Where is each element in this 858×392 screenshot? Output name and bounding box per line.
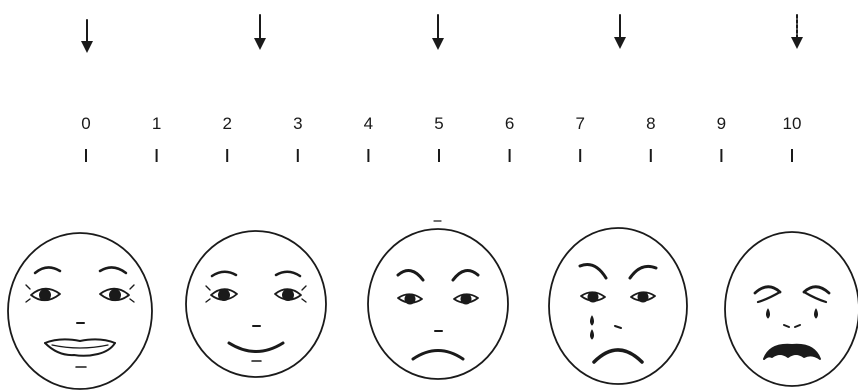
scale-tick-marks (85, 149, 793, 162)
arrow-2-3 (254, 14, 266, 50)
face-sad-tearful (548, 227, 688, 385)
scale-number-2: 2 (222, 114, 231, 133)
arrow-0 (81, 19, 93, 53)
face-very-happy (7, 232, 153, 390)
face-happy (185, 230, 327, 378)
scale-number-3: 3 (293, 114, 302, 133)
scale-number-8: 8 (646, 114, 655, 133)
arrow-row (81, 14, 803, 53)
scale-number-5: 5 (434, 114, 443, 133)
arrow-7-8 (614, 14, 626, 49)
scale-number-1: 1 (152, 114, 161, 133)
face-crying (724, 231, 858, 387)
scale-number-6: 6 (505, 114, 514, 133)
scale-number-7: 7 (575, 114, 584, 133)
scale-number-4: 4 (364, 114, 373, 133)
face-row (7, 220, 858, 390)
scale-number-9: 9 (717, 114, 726, 133)
scale-number-0: 0 (81, 114, 90, 133)
arrow-10 (791, 14, 803, 49)
scale-number-10: 10 (783, 114, 802, 133)
scale-numbers: 0 1 2 3 4 5 6 7 8 9 10 (81, 114, 801, 133)
face-frowning (367, 220, 509, 380)
arrow-5 (432, 14, 444, 50)
